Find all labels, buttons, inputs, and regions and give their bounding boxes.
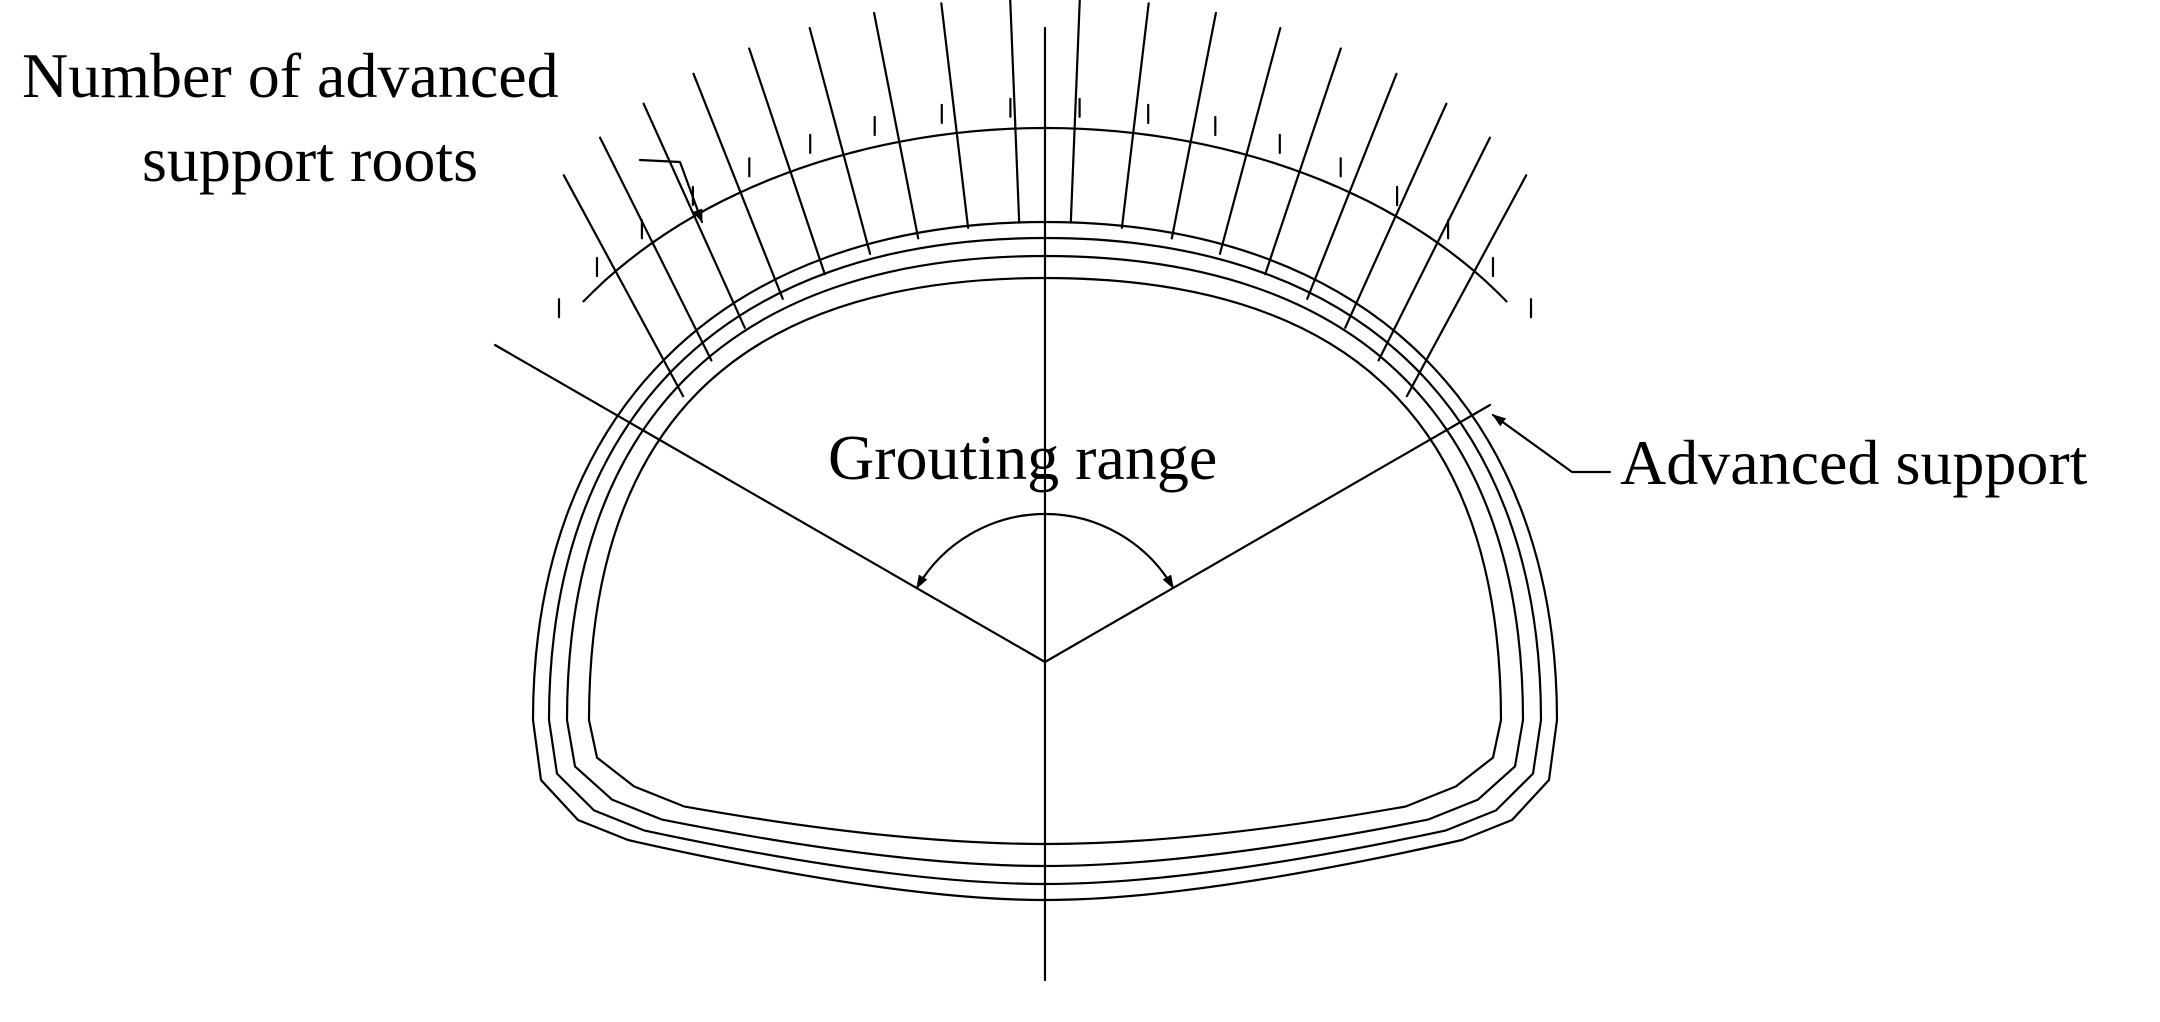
support-pipe — [940, 2, 970, 229]
support-pipe — [1264, 47, 1342, 276]
lining-inner — [587, 276, 1503, 846]
tunnel-lining — [531, 220, 1559, 902]
roots-label-line2: support roots — [142, 124, 478, 195]
support-pipe — [872, 11, 920, 240]
advanced-support-label: Advanced support — [1620, 427, 2088, 498]
support-pipe — [692, 72, 784, 300]
lining-outer — [531, 220, 1559, 902]
support-pipe — [1009, 0, 1021, 224]
support-pipe — [1377, 136, 1492, 362]
support-pipe — [1306, 72, 1398, 300]
grouting-boundary-left — [493, 343, 1047, 664]
support-pipe — [808, 27, 872, 255]
support-pipe — [748, 47, 826, 276]
grouting-boundary-right — [1043, 403, 1492, 664]
grouting-angle-arc-right — [1043, 512, 1175, 590]
support-pipe — [1405, 174, 1528, 398]
support-pipe — [598, 136, 713, 362]
support-pipe — [642, 102, 746, 329]
grouting-range-label: Grouting range — [828, 422, 1217, 493]
support-pipe — [1069, 0, 1081, 224]
support-pipe — [1344, 102, 1448, 329]
grouting-angle-arc-left — [915, 512, 1047, 590]
lining-third — [565, 254, 1525, 868]
roots-leader-arrow — [638, 158, 704, 224]
support-pipe — [1218, 27, 1282, 255]
advanced-support-leader-arrow — [1491, 413, 1612, 474]
support-pipe — [1170, 11, 1218, 240]
support-pipe — [1120, 2, 1150, 229]
lining-second — [547, 236, 1543, 886]
support-pipe — [562, 174, 685, 398]
roots-label-line1: Number of advanced — [22, 40, 559, 111]
